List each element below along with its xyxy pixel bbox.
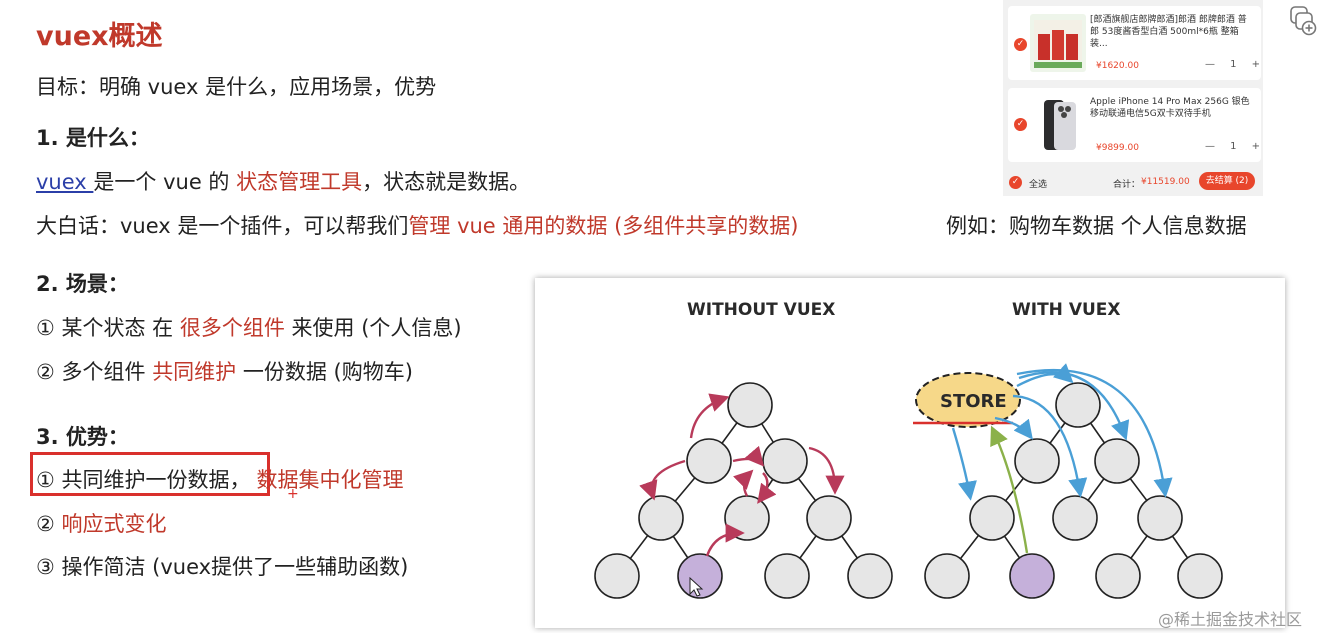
- plus-icon[interactable]: +: [1251, 141, 1260, 152]
- checkout-button[interactable]: 去结算 (2): [1199, 172, 1255, 190]
- highlight-box: [30, 452, 270, 496]
- tree-node: [1014, 438, 1060, 484]
- product-price: ¥1620.00: [1096, 61, 1139, 71]
- goal-text: 目标：明确 vuex 是什么，应用场景，优势: [36, 75, 437, 99]
- without-vuex-label: WITHOUT VUEX: [687, 300, 835, 320]
- store-ellipse: [915, 372, 1021, 428]
- tree-node: [1094, 438, 1140, 484]
- tree-node: [924, 553, 970, 599]
- vuex-link[interactable]: vuex: [36, 170, 94, 194]
- quantity-stepper[interactable]: — 1 +: [1205, 141, 1260, 152]
- left-arrows: [639, 393, 845, 557]
- minus-icon[interactable]: —: [1205, 141, 1215, 152]
- liquor-product-image: [1030, 14, 1086, 72]
- with-vuex-label: WITH VUEX: [1012, 300, 1121, 320]
- tree-node-purple: [677, 553, 723, 599]
- vuex-diagram-svg: WITHOUT VUEX WITH VUEX: [594, 300, 1223, 599]
- s2-item-2: ② 多个组件 共同维护 一份数据 (购物车): [36, 360, 413, 384]
- store-arrow-green: [990, 425, 1029, 554]
- minus-icon[interactable]: —: [1205, 59, 1215, 70]
- s1-line-1: vuex 是一个 vue 的 状态管理工具，状态就是数据。: [36, 170, 531, 194]
- tree-node: [1137, 495, 1183, 541]
- tree-node: [1177, 553, 1223, 599]
- product-name: Apple iPhone 14 Pro Max 256G 银色 移动联通电信5G…: [1090, 97, 1250, 119]
- tree-node: [969, 495, 1015, 541]
- tree-node: [638, 495, 684, 541]
- store-label: STORE: [940, 391, 1007, 412]
- cart-footer: ✓ 全选 合计： ¥11519.00 去结算 (2): [1003, 172, 1263, 192]
- s3-item-2: ② 响应式变化: [36, 512, 167, 536]
- quantity-value: 1: [1230, 141, 1237, 152]
- section-1-heading: 1. 是什么：: [36, 126, 150, 150]
- tree-node: [686, 438, 732, 484]
- cart-item[interactable]: ✓ [郎酒旗舰店郎牌郎酒]郎酒 郎牌郎酒 普郎 53度酱香型白酒 500ml*6…: [1008, 6, 1261, 80]
- product-price: ¥9899.00: [1096, 143, 1139, 153]
- tree-node: [847, 553, 893, 599]
- s3-item-3: ③ 操作简洁 (vuex提供了一些辅助函数): [36, 555, 409, 579]
- phone-product-image: [1030, 96, 1086, 154]
- s3-item-1: ① 共同维护一份数据，数据集中化管理: [36, 468, 404, 492]
- cursor-plus-icon: +: [287, 486, 299, 502]
- right-tree-nodes: [924, 382, 1223, 599]
- tree-node: [1052, 495, 1098, 541]
- store-arrows-blue: [951, 363, 1173, 501]
- cart-item[interactable]: ✓ Apple iPhone 14 Pro Max 256G 银色 移动联通电信…: [1008, 88, 1261, 162]
- s2-item-1: ① 某个状态 在 很多个组件 来使用 (个人信息): [36, 316, 462, 340]
- check-icon[interactable]: ✓: [1014, 118, 1027, 131]
- right-tree-edges: [946, 404, 1201, 577]
- tree-node: [1095, 553, 1141, 599]
- left-tree-edges: [616, 404, 871, 577]
- select-all-label: 全选: [1029, 180, 1048, 190]
- total-label: 合计：: [1113, 180, 1141, 190]
- tree-node-purple: [1009, 553, 1055, 599]
- mouse-pointer-icon: [689, 576, 704, 597]
- left-tree-nodes: [594, 382, 893, 599]
- tree-node: [727, 382, 773, 428]
- product-name: [郎酒旗舰店郎牌郎酒]郎酒 郎牌郎酒 普郎 53度酱香型白酒 500ml*6瓶 …: [1090, 15, 1247, 49]
- tree-node: [762, 438, 808, 484]
- tree-node: [764, 553, 810, 599]
- tree-node: [594, 553, 640, 599]
- quantity-stepper[interactable]: — 1 +: [1205, 59, 1260, 70]
- check-icon[interactable]: ✓: [1014, 38, 1027, 51]
- add-copy-icon[interactable]: [1288, 4, 1318, 36]
- page-title: vuex概述: [36, 21, 163, 52]
- plus-icon[interactable]: +: [1251, 59, 1260, 70]
- s1-line-2: 大白话：vuex 是一个插件，可以帮我们管理 vue 通用的数据 (多组件共享的…: [36, 214, 799, 238]
- tree-node: [1055, 382, 1101, 428]
- s1-example: 例如：购物车数据 个人信息数据: [946, 214, 1247, 238]
- section-2-heading: 2. 场景：: [36, 272, 129, 296]
- select-all-check-icon[interactable]: ✓: [1009, 176, 1022, 189]
- section-3-heading: 3. 优势：: [36, 425, 129, 449]
- tree-node: [806, 495, 852, 541]
- cart-panel: ✓ [郎酒旗舰店郎牌郎酒]郎酒 郎牌郎酒 普郎 53度酱香型白酒 500ml*6…: [1003, 0, 1263, 196]
- quantity-value: 1: [1230, 59, 1237, 70]
- vuex-diagram: WITHOUT VUEX WITH VUEX: [535, 278, 1285, 628]
- total-value: ¥11519.00: [1141, 177, 1190, 187]
- watermark: @稀土掘金技术社区: [1158, 610, 1303, 629]
